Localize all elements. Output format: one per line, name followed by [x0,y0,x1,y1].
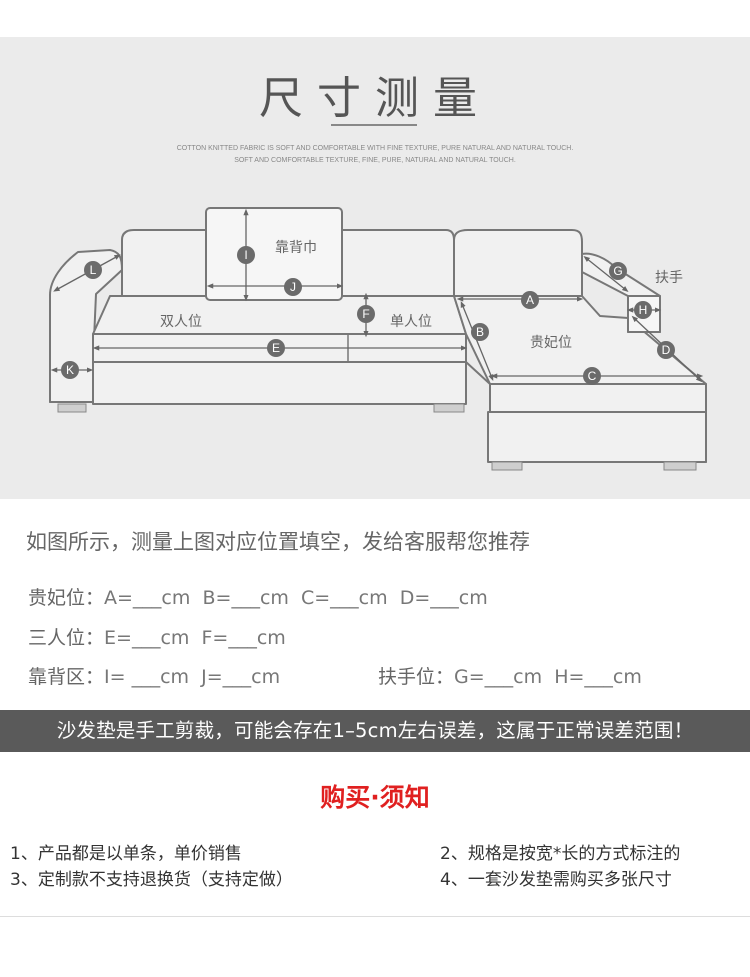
field-b: B=___cm [202,587,289,609]
marker-g [609,262,627,280]
label-chaise: 贵妃位 [530,335,572,351]
error-banner: 沙发垫是手工剪裁，可能会存在1–5cm左右误差，这属于正常误差范围！ [0,710,750,752]
marker-d [657,341,675,359]
marker-c [583,367,601,385]
instruction-text: 如图所示，测量上图对应位置填空，发给客服帮您推荐 [26,530,530,554]
row-three-seat: 三人位：E=___cm F=___cm [28,623,286,650]
note-3: 3、定制款不支持退换货（支持定做） [10,870,293,890]
field-e: E=___cm [104,627,190,649]
leg [57,403,87,413]
note-2: 2、规格是按宽*长的方式标注的 [440,844,681,864]
back-pillow [205,207,343,301]
marker-e-text: E [272,341,280,355]
field-g: G=___cm [454,666,543,688]
leg [433,403,465,413]
marker-k [61,361,79,379]
marker-j [284,278,302,296]
purchase-title: 购买·须知 [320,783,430,812]
back-cushion-middle [339,229,455,297]
marker-d-text: D [662,343,671,357]
bottom-divider [0,916,750,917]
row-back-label: 靠背区： [28,666,105,688]
page-title: 尺寸测量 [259,73,491,124]
subtitle-line-2: SOFT AND COMFORTABLE TEXTURE, FINE, PURE… [234,157,516,164]
back-cushion-right [453,229,583,297]
subtitle-line-1: COTTON KNITTED FABRIC IS SOFT AND COMFOR… [176,145,574,152]
marker-i-text: I [244,248,247,262]
marker-e [267,339,285,357]
marker-i [237,246,255,264]
row-backrest: 靠背区：I= ___cm J=___cm [28,662,280,689]
leg [663,461,697,471]
label-backrest: 靠背巾 [275,240,317,256]
chaise-base [487,411,707,463]
marker-f [357,305,375,323]
marker-b-text: B [476,325,484,339]
field-h: H=___cm [554,666,642,688]
marker-l-text: L [90,263,97,277]
label-single-seat: 单人位 [390,314,432,330]
title-divider [331,124,417,126]
field-i: I= ___cm [104,666,190,688]
marker-a [521,291,539,309]
marker-h-text: H [639,303,648,317]
label-double-seat: 双人位 [160,314,202,330]
note-4: 4、一套沙发垫需购买多张尺寸 [440,870,672,890]
marker-b [471,323,489,341]
row-armrest: 扶手位：G=___cm H=___cm [378,662,642,689]
leg [491,461,523,471]
marker-k-text: K [66,363,74,377]
row-chaise-label: 贵妃位： [28,587,105,609]
marker-j-text: J [290,280,296,294]
marker-l [84,261,102,279]
chaise-front [489,383,707,413]
marker-g-text: G [613,264,622,278]
row-three-label: 三人位： [28,627,105,649]
note-1: 1、产品都是以单条，单价销售 [10,844,242,864]
chaise-top [453,295,707,385]
field-a: A=___cm [104,587,191,609]
marker-c-text: C [588,369,597,383]
row-chaise: 贵妃位：A=___cm B=___cm C=___cm D=___cm [28,583,488,610]
field-c: C=___cm [301,587,388,609]
marker-f-text: F [362,307,369,321]
row-arm-label: 扶手位： [378,666,455,688]
field-f: F=___cm [201,627,286,649]
field-j: J=___cm [201,666,281,688]
marker-a-text: A [526,293,534,307]
sofa-diagram: A B C D E F G H I J K L 靠背巾 双人位 单人位 贵妃位 … [49,207,707,471]
marker-h [634,301,652,319]
label-armrest: 扶手 [655,270,683,286]
field-d: D=___cm [399,587,488,609]
